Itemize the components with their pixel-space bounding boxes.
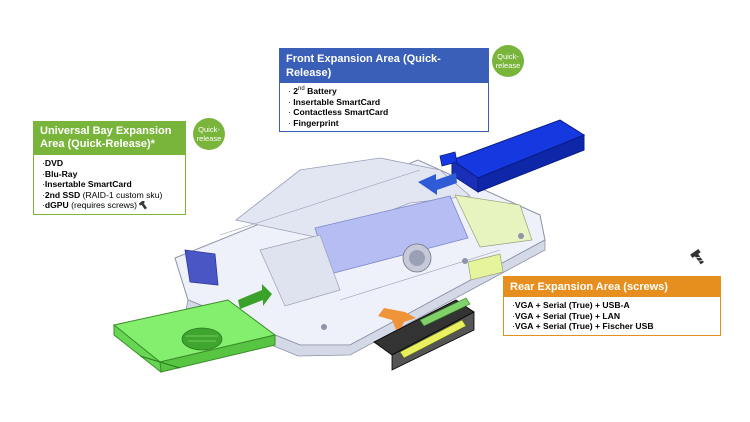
- list-item: ·VGA + Serial (True) + LAN: [512, 310, 621, 321]
- universal-bay-callout: Universal Bay Expansion Area (Quick-Rele…: [33, 121, 186, 216]
- universal-bay-title: Universal Bay Expansion Area (Quick-Rele…: [34, 122, 185, 155]
- front-battery-module: [439, 119, 586, 193]
- front-expansion-list: · 2nd Battery · Insertable SmartCard · C…: [280, 83, 488, 131]
- list-item: ·DVD: [42, 158, 64, 168]
- front-expansion-callout: Front Expansion Area (Quick-Release) · 2…: [279, 48, 489, 133]
- universal-bay-list: ·DVD ·Blu-Ray ·Insertable SmartCard ·2nd…: [34, 155, 185, 214]
- list-item: ·2nd SSD (RAID-1 custom sku): [42, 189, 163, 200]
- list-item: · Contactless SmartCard: [288, 107, 389, 118]
- screw-icon: [139, 201, 148, 210]
- list-item: ·VGA + Serial (True) + Fischer USB: [512, 321, 654, 332]
- list-item: ·Blu-Ray: [42, 168, 78, 179]
- screw-icon: [690, 248, 704, 265]
- rear-expansion-callout: Rear Expansion Area (screws) ·VGA + Seri…: [503, 276, 721, 336]
- rear-io-module: [373, 297, 475, 371]
- universal-bay-module: [112, 299, 277, 374]
- quick-release-badge: Quick-release: [193, 118, 225, 150]
- list-item: ·Insertable SmartCard: [42, 179, 132, 190]
- arrow-icon: [238, 284, 272, 309]
- front-expansion-title: Front Expansion Area (Quick-Release): [280, 49, 488, 83]
- list-item: · Insertable SmartCard: [288, 96, 381, 107]
- list-item: ·dGPU (requires screws): [42, 200, 179, 211]
- list-item: · Fingerprint: [288, 117, 339, 128]
- rear-expansion-title: Rear Expansion Area (screws): [504, 277, 720, 297]
- arrow-icon: [378, 308, 416, 334]
- rear-expansion-list: ·VGA + Serial (True) + USB-A ·VGA + Seri…: [504, 297, 720, 335]
- list-item: ·VGA + Serial (True) + USB-A: [512, 300, 630, 310]
- arrow-icon: [418, 173, 457, 195]
- list-item: · 2nd Battery: [288, 86, 337, 96]
- quick-release-badge: Quick-release: [492, 45, 524, 77]
